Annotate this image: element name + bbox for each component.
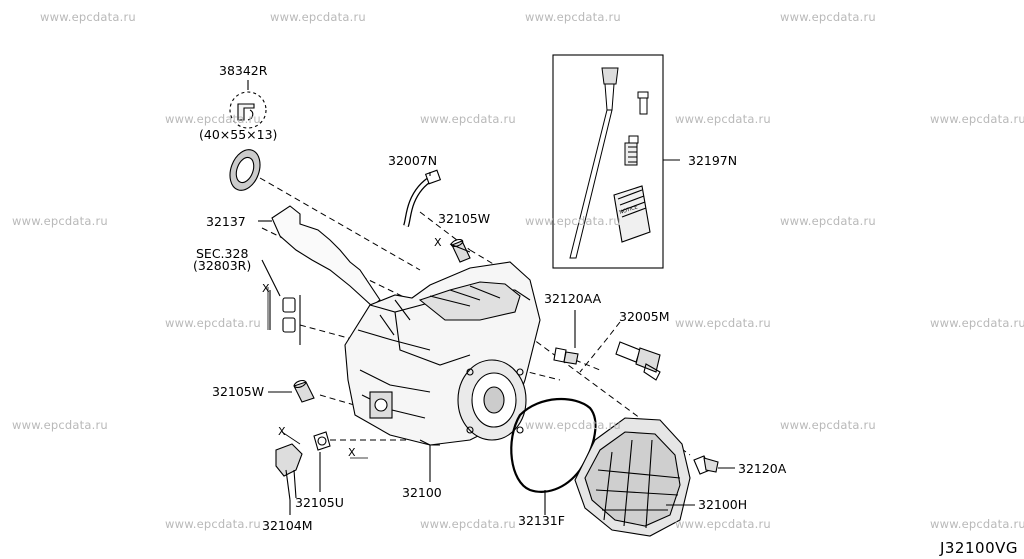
watermark: www.epcdata.ru <box>780 214 876 228</box>
seal-detail <box>229 80 267 129</box>
watermark: www.epcdata.ru <box>420 517 516 531</box>
oil-seal <box>229 149 261 191</box>
part-label-32105w-top[interactable]: 32105W <box>438 211 491 226</box>
bolt-32120aa <box>553 347 579 365</box>
cut-mark-x: X <box>434 236 442 249</box>
seal-size-note: (40×55×13) <box>199 127 278 142</box>
watermark: www.epcdata.ru <box>675 112 771 126</box>
watermark: www.epcdata.ru <box>930 112 1024 126</box>
diagram-id: J32100VG <box>939 539 1018 557</box>
bushing-left <box>293 379 315 403</box>
watermark: www.epcdata.ru <box>525 10 621 24</box>
part-label-32100h[interactable]: 32100H <box>698 497 748 512</box>
watermark: www.epcdata.ru <box>165 517 261 531</box>
watermark: www.epcdata.ru <box>40 10 136 24</box>
watermark: www.epcdata.ru <box>165 112 261 126</box>
sec328-sleeves <box>269 290 301 345</box>
notice-booklet-icon <box>613 185 651 243</box>
speedometer-gear-32104m <box>275 443 303 501</box>
watermark: www.epcdata.ru <box>525 214 621 228</box>
watermark: www.epcdata.ru <box>930 316 1024 330</box>
dipstick-fittings <box>624 91 649 166</box>
watermark: www.epcdata.ru <box>270 10 366 24</box>
watermark: www.epcdata.ru <box>525 418 621 432</box>
part-label-32100[interactable]: 32100 <box>402 485 442 500</box>
watermark: www.epcdata.ru <box>420 112 516 126</box>
watermark: www.epcdata.ru <box>675 316 771 330</box>
sec-part-reference: (32803R) <box>193 258 252 273</box>
watermark: www.epcdata.ru <box>165 316 261 330</box>
part-label-32007n[interactable]: 32007N <box>388 153 438 168</box>
watermark: www.epcdata.ru <box>780 10 876 24</box>
part-label-32131f[interactable]: 32131F <box>518 513 565 528</box>
cut-mark-x: X <box>348 446 356 459</box>
notice-text: NOTICE <box>619 204 639 216</box>
retainer-32105u <box>313 431 331 451</box>
part-label-32120aa[interactable]: 32120AA <box>544 291 602 306</box>
breather-hose <box>403 175 434 227</box>
part-label-38342r[interactable]: 38342R <box>219 63 268 78</box>
bolt-32120a <box>693 455 719 475</box>
watermark: www.epcdata.ru <box>780 418 876 432</box>
cut-mark-x: X <box>278 425 286 438</box>
part-label-32104m[interactable]: 32104M <box>262 518 313 533</box>
transmission-case <box>344 261 541 446</box>
watermark: www.epcdata.ru <box>675 517 771 531</box>
speed-sensor <box>615 341 661 381</box>
part-label-32197n[interactable]: 32197N <box>688 153 738 168</box>
bushing-top <box>450 238 471 263</box>
part-label-32105u[interactable]: 32105U <box>295 495 344 510</box>
part-label-32120a[interactable]: 32120A <box>738 461 787 476</box>
watermark: www.epcdata.ru <box>12 214 108 228</box>
sec-reference[interactable]: SEC.328 <box>196 246 249 261</box>
dipstick-kit-box <box>552 54 664 269</box>
part-label-32137[interactable]: 32137 <box>206 214 246 229</box>
cut-mark-x: X <box>262 282 270 295</box>
part-label-32005m[interactable]: 32005M <box>619 309 670 324</box>
part-label-32105w-left[interactable]: 32105W <box>212 384 265 399</box>
dipstick <box>569 67 619 259</box>
watermark: www.epcdata.ru <box>930 517 1024 531</box>
baffle-plate <box>271 205 381 307</box>
extension-housing <box>574 417 691 537</box>
watermark: www.epcdata.ru <box>12 418 108 432</box>
